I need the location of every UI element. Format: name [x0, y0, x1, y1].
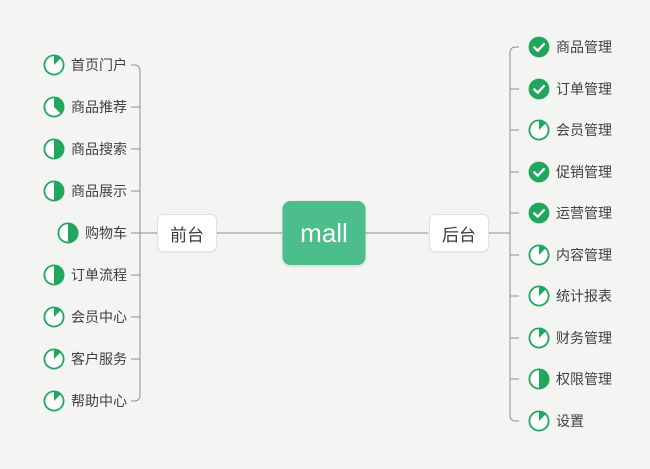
topic-label: 商品管理	[556, 39, 612, 55]
topic-label: 帮助中心	[71, 393, 127, 409]
branch-node-backend[interactable]: 后台	[429, 214, 489, 252]
check-circle-icon	[528, 78, 550, 100]
progress-pie-icon	[528, 285, 550, 307]
topic-row[interactable]: 帮助中心	[43, 388, 127, 414]
progress-pie-icon	[43, 390, 65, 412]
topic-label: 首页门户	[71, 57, 127, 73]
branch-node-frontend[interactable]: 前台	[157, 214, 217, 252]
topic-label: 商品推荐	[71, 99, 127, 115]
progress-pie-icon	[43, 138, 65, 160]
topic-row[interactable]: 设置	[528, 408, 584, 434]
topic-label: 购物车	[85, 225, 127, 241]
topic-row[interactable]: 统计报表	[528, 283, 612, 309]
progress-pie-icon	[43, 348, 65, 370]
topic-label: 促销管理	[556, 164, 612, 180]
topic-row[interactable]: 订单流程	[43, 262, 127, 288]
topic-row[interactable]: 客户服务	[43, 346, 127, 372]
progress-pie-icon	[57, 222, 79, 244]
progress-pie-icon	[43, 306, 65, 328]
topic-label: 订单流程	[71, 267, 127, 283]
topic-label: 商品搜索	[71, 141, 127, 157]
topic-row[interactable]: 购物车	[57, 220, 127, 246]
topic-label: 会员中心	[71, 309, 127, 325]
topic-row[interactable]: 商品搜索	[43, 136, 127, 162]
topic-label: 商品展示	[71, 183, 127, 199]
topic-row[interactable]: 财务管理	[528, 325, 612, 351]
topic-row[interactable]: 促销管理	[528, 159, 612, 185]
progress-pie-icon	[528, 119, 550, 141]
progress-pie-icon	[43, 180, 65, 202]
topic-label: 统计报表	[556, 288, 612, 304]
topic-row[interactable]: 会员中心	[43, 304, 127, 330]
topic-label: 运营管理	[556, 205, 612, 221]
check-circle-icon	[528, 202, 550, 224]
topic-row[interactable]: 商品推荐	[43, 94, 127, 120]
topic-row[interactable]: 订单管理	[528, 76, 612, 102]
topic-row[interactable]: 会员管理	[528, 117, 612, 143]
topic-label: 设置	[556, 413, 584, 429]
check-circle-icon	[528, 161, 550, 183]
topic-label: 会员管理	[556, 122, 612, 138]
progress-pie-icon	[43, 96, 65, 118]
progress-pie-icon	[528, 244, 550, 266]
progress-pie-icon	[528, 327, 550, 349]
topic-label: 订单管理	[556, 81, 612, 97]
topic-row[interactable]: 商品展示	[43, 178, 127, 204]
root-node-mall[interactable]: mall	[282, 201, 366, 265]
topic-row[interactable]: 运营管理	[528, 200, 612, 226]
progress-pie-icon	[528, 410, 550, 432]
topic-row[interactable]: 权限管理	[528, 366, 612, 392]
topic-label: 权限管理	[556, 371, 612, 387]
progress-pie-icon	[43, 264, 65, 286]
topic-row[interactable]: 商品管理	[528, 34, 612, 60]
topic-label: 财务管理	[556, 330, 612, 346]
topic-label: 内容管理	[556, 247, 612, 263]
topic-label: 客户服务	[71, 351, 127, 367]
check-circle-icon	[528, 36, 550, 58]
topic-row[interactable]: 首页门户	[43, 52, 127, 78]
topic-row[interactable]: 内容管理	[528, 242, 612, 268]
progress-pie-icon	[528, 368, 550, 390]
progress-pie-icon	[43, 54, 65, 76]
